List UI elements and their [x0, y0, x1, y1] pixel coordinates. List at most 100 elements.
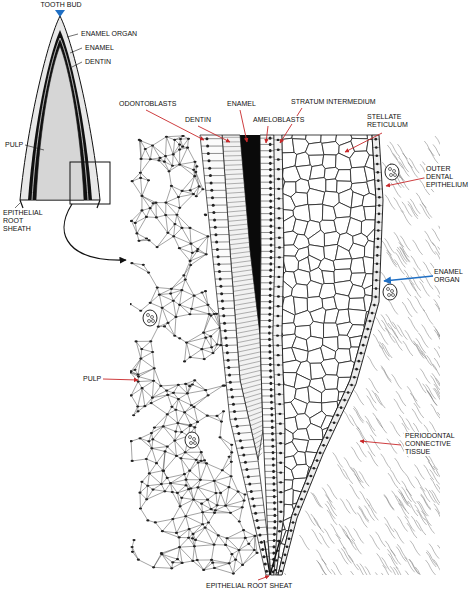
cell-nucleus — [243, 493, 246, 495]
cell-process — [179, 244, 191, 249]
stratum-cell-line — [276, 443, 285, 444]
stratum-cell-line — [275, 237, 284, 238]
cell-process — [168, 224, 175, 233]
odontoblast-line — [240, 461, 258, 463]
dentin-tubule-line — [232, 279, 253, 282]
cell-nucleus — [277, 295, 280, 297]
cell-nucleus — [180, 289, 183, 291]
cell-nucleus — [154, 521, 157, 523]
cell-process — [176, 423, 178, 431]
fiber-strand — [327, 484, 337, 499]
cell-nucleus — [185, 341, 188, 343]
cell-process — [231, 476, 238, 491]
cell-process — [158, 308, 162, 327]
fiber-strand — [422, 325, 432, 340]
fiber-strand — [437, 412, 447, 427]
ameloblast-line — [260, 144, 274, 145]
cell-nucleus — [178, 337, 181, 339]
cell-process — [202, 349, 204, 359]
cell-process — [140, 493, 147, 500]
cell-process — [130, 304, 141, 311]
reticulum-cell — [282, 256, 298, 272]
cell-process — [146, 459, 156, 463]
reticulum-cell — [333, 438, 350, 456]
cell-nucleus — [206, 499, 209, 501]
dentin-tubule-line — [247, 407, 262, 412]
fiber-strand — [416, 338, 426, 353]
cell-nucleus — [193, 379, 196, 381]
cell-process — [142, 196, 150, 208]
cell-process — [195, 380, 206, 390]
cell-process — [198, 487, 208, 499]
cell-nucleus — [230, 461, 233, 463]
cell-nucleus — [204, 213, 207, 215]
cell-process — [178, 423, 190, 426]
cell-nucleus — [242, 499, 245, 501]
cell-process — [151, 426, 163, 433]
cell-nucleus — [269, 306, 272, 309]
fiber-strand — [364, 506, 374, 521]
cell-nucleus — [151, 351, 154, 353]
cell-process — [164, 162, 169, 172]
reticulum-cell — [305, 142, 323, 155]
cell-nucleus — [140, 387, 143, 389]
cell-nucleus — [270, 413, 273, 416]
cell-process — [182, 280, 185, 291]
fiber-strand — [385, 195, 395, 210]
fiber-strand — [434, 299, 444, 314]
odontoblast-line — [220, 322, 236, 323]
reticulum-cell — [296, 179, 310, 194]
ameloblast-line — [263, 421, 276, 422]
cell-nucleus — [269, 199, 272, 202]
cell-process — [171, 480, 187, 484]
cell-process — [187, 343, 202, 350]
cell-process — [162, 554, 173, 562]
fiber-strand — [414, 343, 424, 358]
cell-nucleus — [196, 421, 199, 423]
cell-nucleus — [140, 195, 143, 197]
stratum-cell-line — [275, 208, 284, 209]
ameloblast-line — [263, 414, 276, 415]
cell-process — [171, 294, 174, 301]
dentin-tubule-line — [234, 302, 256, 306]
cell-process — [180, 296, 194, 305]
cell-nucleus — [184, 451, 187, 453]
cell-process — [179, 529, 189, 537]
fiber-strand — [410, 393, 420, 408]
cell-process — [178, 547, 180, 559]
cell-process — [186, 516, 189, 529]
fiber-strand — [439, 228, 449, 243]
cell-process — [206, 386, 224, 390]
fiber-strand — [376, 532, 386, 547]
cell-nucleus — [194, 539, 197, 541]
fiber-strand — [381, 573, 391, 588]
cell-nucleus — [181, 562, 184, 564]
fiber-strand — [437, 545, 447, 560]
cell-nucleus — [206, 415, 209, 417]
cell-nucleus — [253, 504, 256, 507]
cell-nucleus — [269, 363, 272, 366]
cell-nucleus — [155, 216, 158, 218]
fiber-strand — [356, 442, 366, 457]
cell-process — [196, 172, 203, 189]
cell-process — [221, 487, 229, 493]
cell-nucleus — [139, 310, 142, 312]
cell-process — [146, 208, 150, 217]
cell-process — [194, 499, 208, 500]
fiber-strand — [366, 388, 376, 403]
reticulum-cell — [294, 269, 311, 285]
cell-nucleus — [186, 147, 189, 149]
cell-process — [151, 395, 168, 403]
reticulum-cell — [321, 453, 339, 468]
fiber-strand — [397, 144, 407, 159]
fiber-strand — [370, 535, 380, 550]
cell-nucleus — [213, 313, 216, 315]
fiber-strand — [402, 302, 412, 317]
cell-process — [153, 352, 155, 368]
cell-process — [162, 301, 173, 308]
fiber-strand — [423, 310, 433, 325]
cell-process — [153, 426, 163, 439]
fiber-strand — [434, 388, 444, 403]
cell-process — [150, 303, 162, 308]
fiber-strand — [354, 473, 364, 488]
